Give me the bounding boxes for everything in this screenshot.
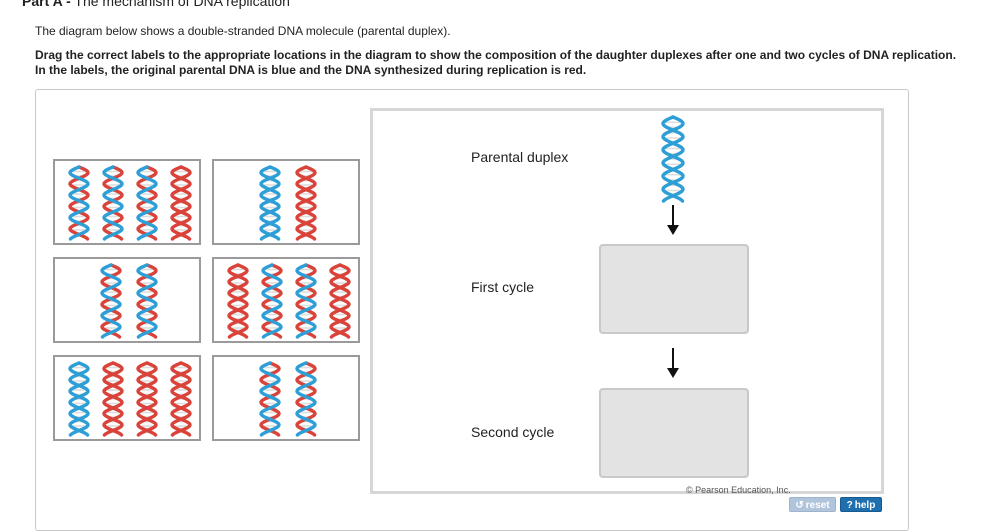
- reset-label: reset: [805, 500, 830, 511]
- dna-helix: [227, 263, 249, 339]
- strand-b: [295, 263, 317, 339]
- strand-b: [68, 165, 90, 241]
- label-tile-1[interactable]: [53, 159, 201, 245]
- first-cycle-label: First cycle: [471, 279, 534, 295]
- down-arrow-icon: [667, 348, 679, 378]
- strand-b: [68, 361, 90, 437]
- strand-b: [102, 361, 124, 437]
- dna-helix: [261, 263, 283, 339]
- help-label: help: [854, 500, 876, 511]
- help-icon: ?: [846, 500, 853, 511]
- dna-helix: [136, 165, 158, 241]
- strand-b: [661, 115, 685, 203]
- strand-b: [295, 165, 317, 241]
- intro-text: The diagram below shows a double-strande…: [35, 24, 451, 38]
- strand-b: [102, 165, 124, 241]
- label-tile-6[interactable]: [212, 355, 360, 441]
- instructions-text: Drag the correct labels to the appropria…: [35, 48, 957, 77]
- strand-b: [136, 361, 158, 437]
- part-prefix: Part A -: [22, 0, 71, 9]
- second-cycle-dropzone[interactable]: [599, 388, 749, 478]
- dna-helix: [100, 263, 122, 339]
- dna-helix: [68, 361, 90, 437]
- label-1-helices: [68, 165, 192, 241]
- label-tile-5[interactable]: [53, 355, 201, 441]
- strand-b: [329, 263, 351, 339]
- dna-helix: [102, 165, 124, 241]
- dna-helix: [136, 263, 158, 339]
- dna-helix: [136, 361, 158, 437]
- second-cycle-label: Second cycle: [471, 424, 555, 440]
- part-title: Part A - The mechanism of DNA replicatio…: [22, 0, 290, 9]
- strand-b: [227, 263, 249, 339]
- dna-helix: [295, 361, 317, 437]
- strand-b: [259, 361, 281, 437]
- dna-helix: [661, 115, 685, 203]
- label-2-helices: [259, 165, 317, 241]
- label-5-helices: [68, 361, 192, 437]
- strand-b: [295, 361, 317, 437]
- label-4-helices: [227, 263, 351, 339]
- dna-helix: [102, 361, 124, 437]
- strand-b: [100, 263, 122, 339]
- label-tile-3[interactable]: [53, 257, 201, 343]
- dna-helix: [170, 165, 192, 241]
- dna-helix: [295, 263, 317, 339]
- dna-helix: [259, 165, 281, 241]
- strand-b: [261, 263, 283, 339]
- dna-helix: [170, 361, 192, 437]
- label-6-helices: [259, 361, 317, 437]
- reset-icon: ↺: [795, 500, 804, 511]
- dna-helix: [295, 165, 317, 241]
- strand-b: [259, 165, 281, 241]
- replication-diagram: Parental duplex First cycle Second cycle: [370, 108, 884, 494]
- strand-b: [136, 165, 158, 241]
- down-arrow-icon: [667, 205, 679, 235]
- label-3-helices: [100, 263, 158, 339]
- label-tile-2[interactable]: [212, 159, 360, 245]
- strand-b: [136, 263, 158, 339]
- parental-duplex-label: Parental duplex: [471, 149, 569, 165]
- label-tile-4[interactable]: [212, 257, 360, 343]
- part-name: The mechanism of DNA replication: [74, 0, 290, 9]
- dna-helix: [259, 361, 281, 437]
- reset-button[interactable]: ↺reset: [789, 497, 836, 512]
- copyright-notice: © Pearson Education, Inc.: [686, 485, 791, 495]
- help-button[interactable]: ?help: [840, 497, 882, 512]
- parental-duplex-helix: [661, 115, 685, 203]
- dna-helix: [68, 165, 90, 241]
- first-cycle-dropzone[interactable]: [599, 244, 749, 334]
- dna-helix: [329, 263, 351, 339]
- strand-b: [170, 361, 192, 437]
- strand-b: [170, 165, 192, 241]
